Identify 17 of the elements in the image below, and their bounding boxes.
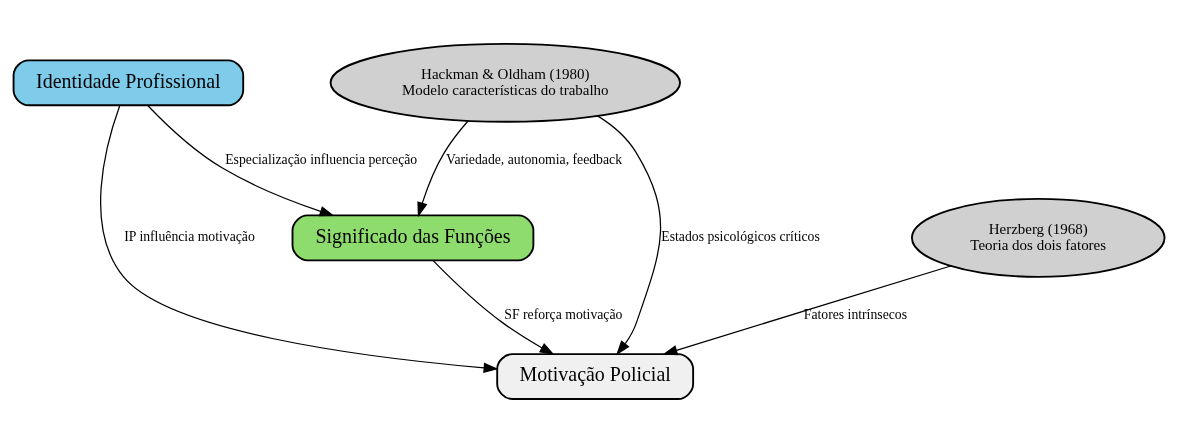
edge-label: Estados psicológicos críticos	[661, 229, 820, 245]
arrow	[147, 104, 335, 217]
node-box: Significado das Funções	[291, 214, 535, 262]
node-ellipse: Hackman & Oldham (1980) Modelo características do trabalho	[329, 42, 681, 123]
edge-label: Variedade, autonomia, feedback	[446, 151, 622, 167]
node-ellipse: Herzberg (1968) Teoria dos dois fatores	[910, 197, 1166, 278]
arrow	[417, 120, 469, 218]
edge-label: SF reforça motivação	[504, 306, 623, 322]
arrow	[662, 265, 952, 356]
arrow	[432, 259, 555, 355]
node-box: Identidade Profissional	[12, 59, 245, 107]
node-box: Motivação Policial	[496, 353, 695, 400]
arrow	[100, 104, 499, 374]
edge-label: IP influência motivação	[124, 229, 255, 245]
arrow	[596, 115, 662, 356]
edge-label: Especialização influencia perceção	[225, 151, 418, 167]
edge-label: Fatores intrínsecos	[803, 306, 908, 322]
